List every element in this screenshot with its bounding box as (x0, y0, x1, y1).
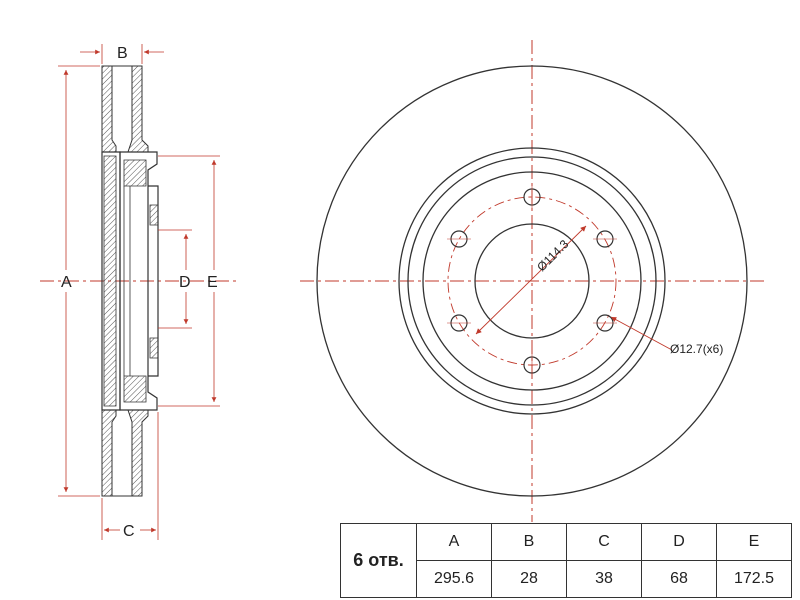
dimension-d-label: D (179, 274, 191, 291)
hole-diameter-label: Ø12.7(x6) (670, 342, 723, 356)
hat-outer-edge (398, 147, 666, 415)
dimension-a: A (58, 65, 100, 497)
header-c: C (566, 523, 642, 561)
dimension-b-label: B (117, 45, 128, 62)
pcd-dimension: Ø114.3 (475, 225, 587, 335)
side-section-view: A B C D (40, 44, 238, 540)
front-view: Ø114.3 Ø12.7(x6) (300, 40, 768, 522)
holes-count-cell: 6 отв. (340, 523, 417, 598)
dimension-e-label: E (207, 274, 218, 291)
dimension-b: B (80, 44, 164, 64)
table-value-row: 295.6 28 38 68 172.5 (341, 560, 792, 598)
header-e: E (716, 523, 792, 561)
bolt-holes (447, 185, 617, 377)
spec-table: 6 отв. A B C D E 295.6 28 38 68 172.5 (340, 523, 792, 598)
center-bore (474, 223, 590, 339)
header-a: A (416, 523, 492, 561)
hole-dimension: Ø12.7(x6) (610, 316, 723, 356)
header-d: D (641, 523, 717, 561)
lower-outer-plate (101, 409, 117, 497)
disc-outer-edge (316, 65, 748, 497)
mounting-face-edge (422, 171, 642, 391)
pcd-label: Ø114.3 (534, 237, 571, 274)
value-b: 28 (491, 560, 567, 598)
value-c: 38 (566, 560, 642, 598)
table-header-row: 6 отв. A B C D E (340, 523, 792, 598)
hat-step (407, 156, 657, 406)
upper-outer-plate (101, 65, 117, 153)
dimension-d: D (158, 229, 192, 329)
dimension-c: C (101, 412, 159, 540)
dimension-e: E (158, 155, 220, 407)
dimension-a-label: A (61, 274, 72, 291)
value-e: 172.5 (716, 560, 792, 598)
mounting-face (148, 185, 159, 377)
lower-inner-plate (127, 409, 149, 497)
header-b: B (491, 523, 567, 561)
hat-flange (119, 151, 158, 411)
value-a: 295.6 (416, 560, 492, 598)
value-d: 68 (641, 560, 717, 598)
upper-inner-plate (127, 65, 149, 153)
dimension-c-label: C (123, 523, 135, 540)
